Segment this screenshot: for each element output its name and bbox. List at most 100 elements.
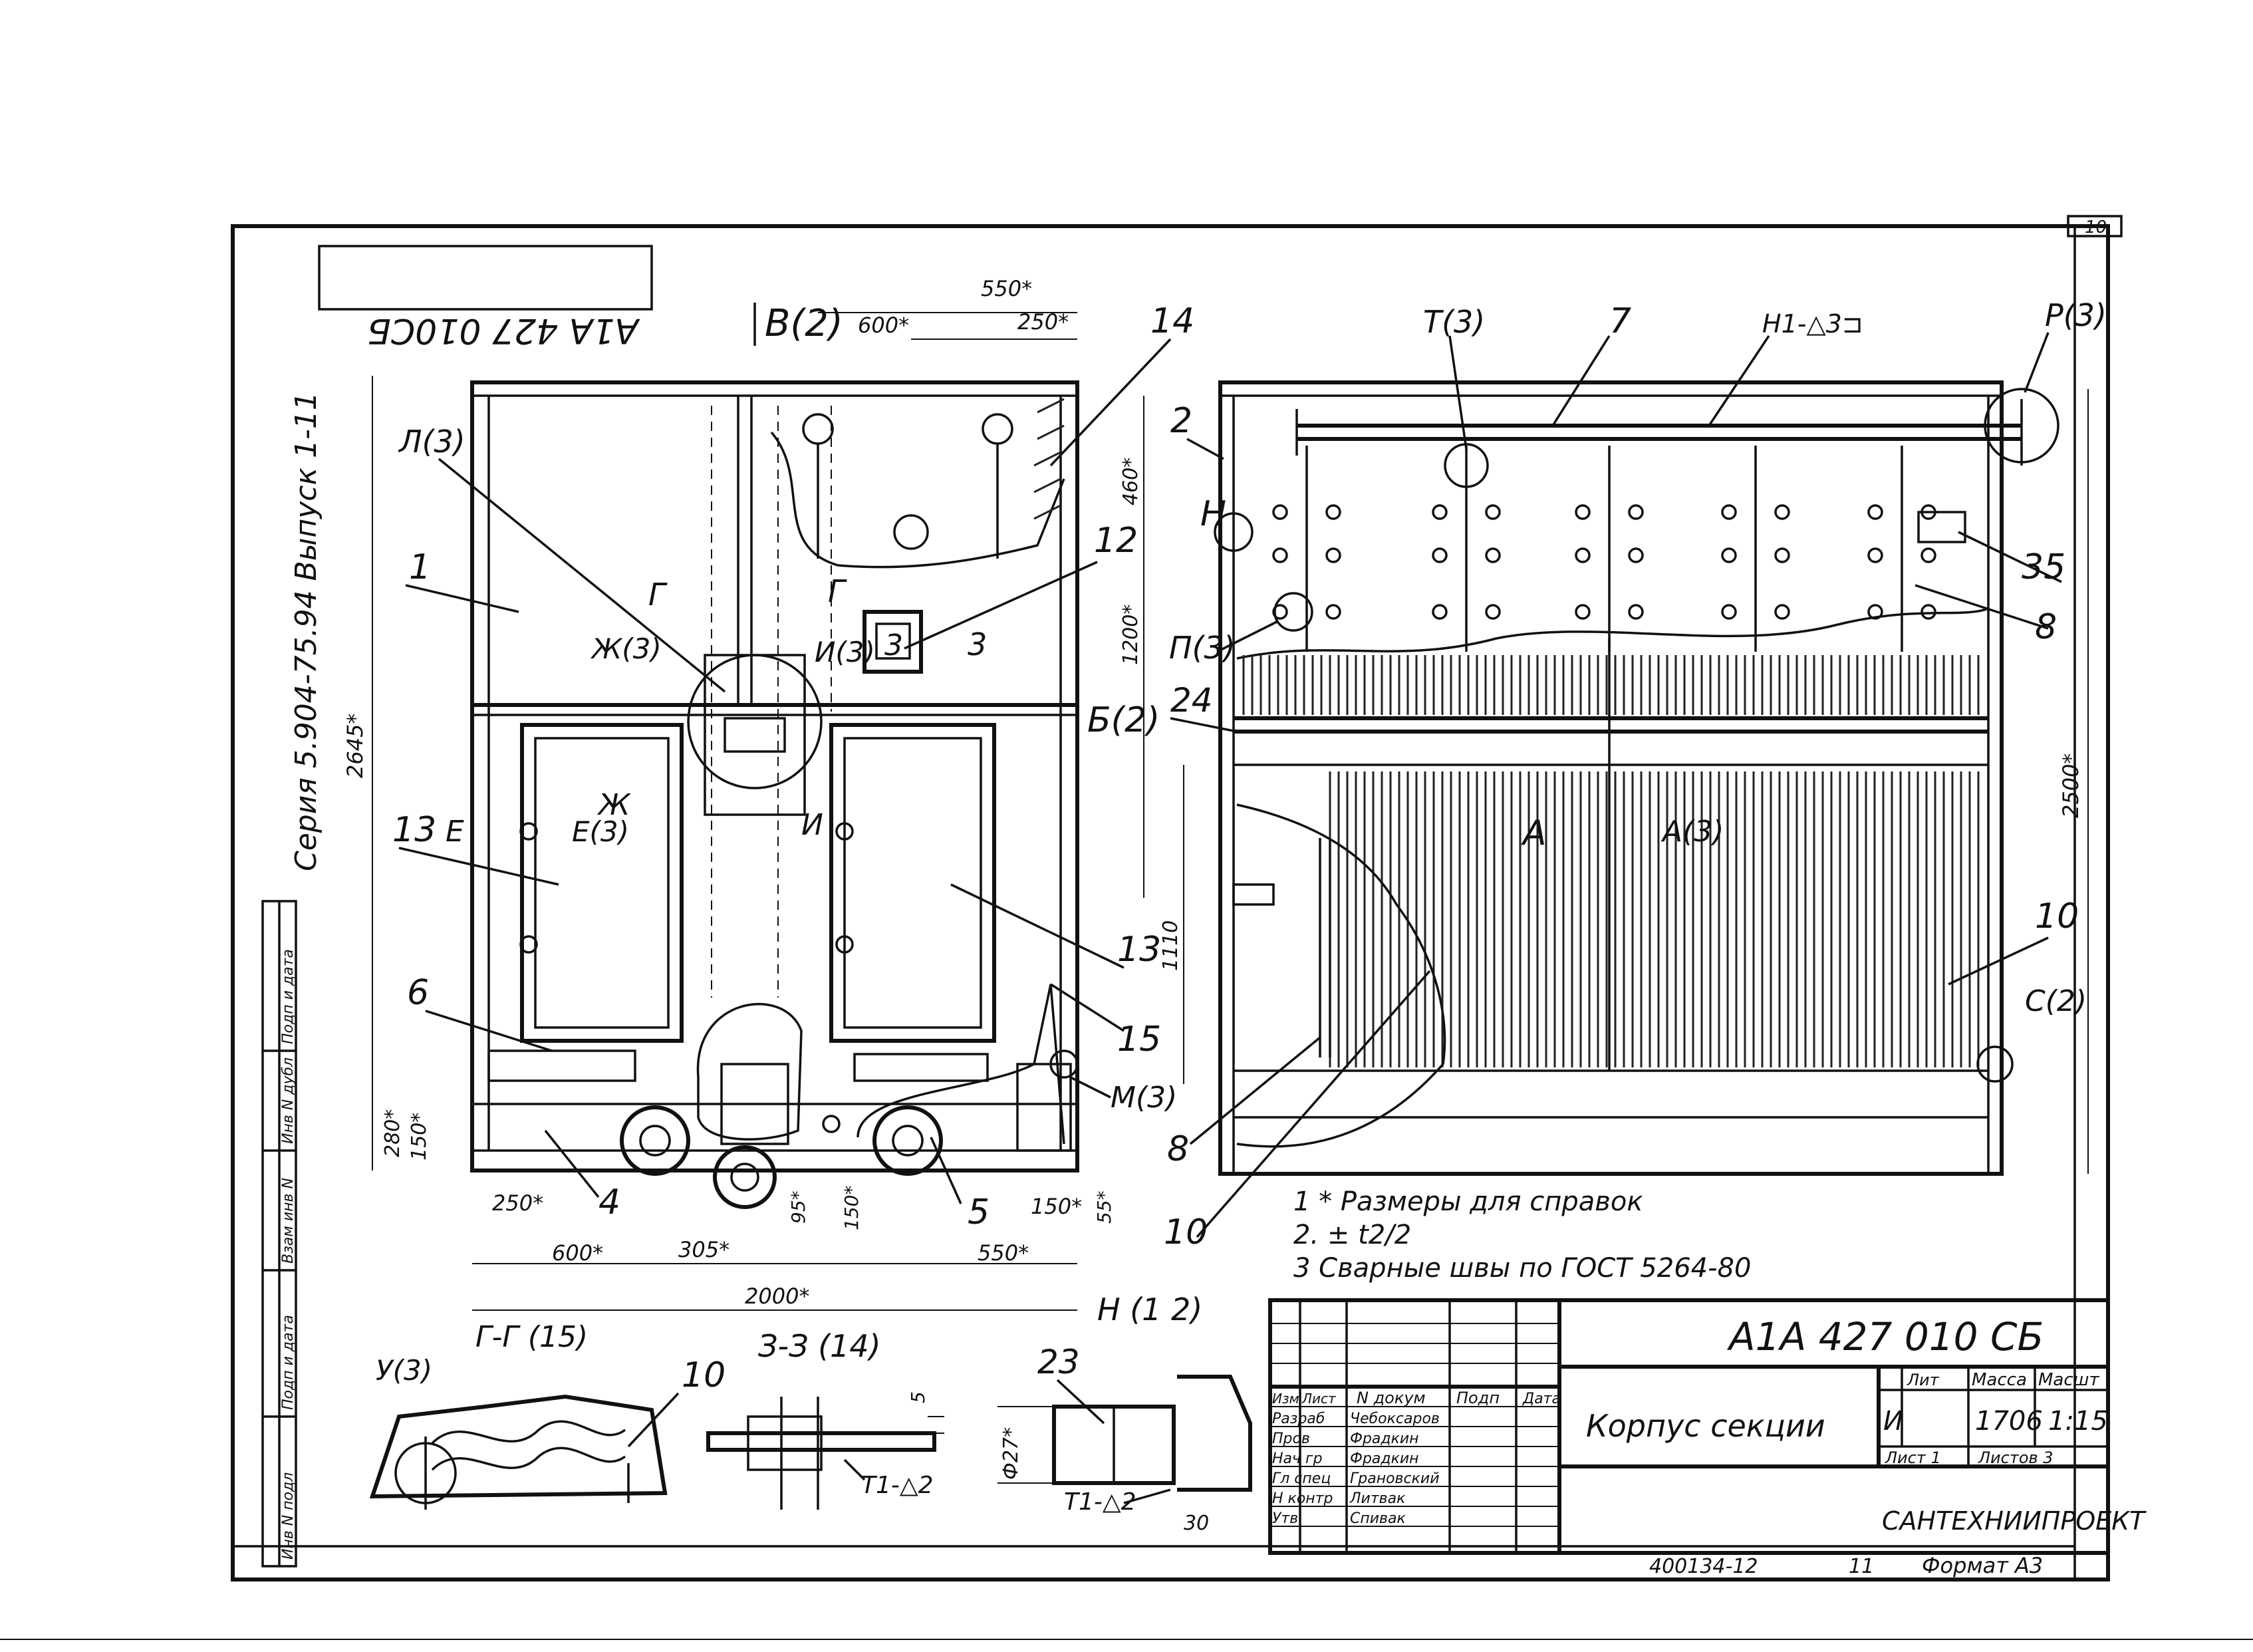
section-u3: У(3) [376,1354,432,1387]
left-view [470,380,1079,1209]
section-g-g: Г-Г (15) У(3) 10 [369,1320,726,1510]
svg-text:З-З (14): З-З (14) [758,1328,881,1364]
svg-text:Чебоксаров: Чебоксаров [1350,1411,1440,1427]
title-block: А1А 427 010 СБ Корпус секции Изм Лист N … [1268,1298,2147,1555]
left-view-labels: В(2) 600* 550* 250* 14 Л(3) 1 Г Г 12 Ж(3… [342,276,1202,1327]
svg-text:Лист: Лист [1301,1391,1337,1407]
tube-stub [1921,604,1936,620]
series-text: Серия 5.904-75.94 Выпуск 1-11 [289,392,323,871]
svg-text:Нач гр: Нач гр [1272,1450,1323,1467]
dim-2500: 2500* [2058,754,2083,818]
svg-text:Грановский: Грановский [1350,1470,1440,1487]
section-i3: И(3) [815,636,875,668]
fin-pattern-lower [1329,771,1980,1067]
fin-pattern-upper [1242,655,1980,715]
section-zh: Ж [596,788,631,822]
side-stamp: Инв N подл Подп и дата Взам инв N Инв N … [261,900,297,1568]
label-10-section: 10 [682,1355,726,1395]
label-1: 1 [409,547,431,587]
tube-stub [1325,547,1341,563]
tube-stub [1721,604,1737,620]
section-p3: Р(3) [2045,297,2107,333]
lit-value: И [1883,1406,1903,1437]
section-n: Н [1200,494,1226,534]
note-2: 2. ± t2/2 [1293,1220,1411,1250]
svg-text:Спивак: Спивак [1350,1510,1406,1527]
dim-2645: 2645* [342,714,368,778]
footer-sheet: 11 [1849,1555,1874,1578]
section-mark-v2: В(2) [765,302,843,345]
section-g2: Г [828,573,847,609]
dim-150-left: 150* [408,1113,431,1161]
tube-stub [1485,547,1501,563]
tube-stub [1485,604,1501,620]
dim-5: 5 [907,1391,929,1403]
label-24: 24 [1170,681,1213,720]
svg-text:Утв: Утв [1272,1510,1298,1527]
svg-text:Фрадкин: Фрадкин [1350,1431,1419,1447]
section-e3: Е(3) [572,815,629,848]
note-3: 3 Сварные швы по ГОСТ 5264-80 [1293,1253,1751,1284]
svg-text:Разраб: Разраб [1272,1411,1325,1427]
svg-text:Н контр: Н контр [1272,1490,1333,1507]
section-g: Г [648,577,668,613]
tube-stub [1272,504,1288,520]
dim-280: 280* [381,1109,404,1157]
dim-550-bottom: 550* [978,1240,1029,1266]
label-10a: 10 [2035,896,2079,936]
svg-text:Гл спец: Гл спец [1272,1470,1331,1487]
label-4: 4 [598,1182,620,1222]
mass-value: 1706 [1975,1406,2043,1437]
svg-text:Инв N подл: Инв N подл [280,1472,297,1560]
tube-stub [1774,547,1790,563]
tube-stub [1774,504,1790,520]
sheet-label: Лист 1 [1885,1448,1941,1467]
tube-stub [1628,504,1644,520]
dim-dia27: Ф27* [999,1427,1023,1480]
label-13a: 13 [392,810,436,850]
tube-risers [1272,446,1936,652]
sheets-label: Листов 3 [1978,1448,2054,1467]
label-12: 12 [1094,521,1138,561]
svg-text:Фрадкин: Фрадкин [1350,1450,1419,1467]
svg-text:Подп и дата: Подп и дата [280,949,297,1044]
svg-text:Пров: Пров [1272,1431,1310,1447]
section-z-z: З-З (14) 5 Т1-△2 [706,1328,944,1510]
label-15: 15 [1117,1020,1161,1059]
tube-stub [1867,504,1883,520]
scale-label: Масшт [2038,1370,2099,1390]
section-a3: А(3) [1660,815,1724,849]
label-13b: 13 [1117,930,1161,970]
svg-text:Г-Г (15): Г-Г (15) [475,1320,588,1354]
svg-text:Инв N дубл: Инв N дубл [280,1057,297,1144]
label-2: 2 [1170,401,1192,441]
dim-600-bottom: 600* [552,1240,603,1266]
label-23: 23 [1037,1343,1080,1381]
tube-stub [1628,604,1644,620]
dim-600-top: 600* [858,313,909,338]
svg-text:Подп и дата: Подп и дата [280,1315,297,1410]
organization: САНТЕХНИИПРОЕКТ [1882,1506,2147,1536]
tube-stub [1485,504,1501,520]
svg-text:Дата: Дата [1522,1391,1561,1407]
label-14: 14 [1150,301,1194,341]
right-view-labels: Т(3) 7 Н1-△3⊐ Р(3) 2 Н П(3) 35 8 24 А А(… [1119,297,2107,1252]
label-l3: Л(3) [398,424,465,460]
svg-text:Взам инв N: Взам инв N [280,1178,297,1264]
tube-stub [1628,547,1644,563]
mark-n1-weld: Н1-△3⊐ [1762,309,1863,339]
dim-550-top: 550* [981,276,1032,301]
section-e: Е [446,815,464,849]
svg-text:А1А 427 010СБ: А1А 427 010СБ [367,311,640,350]
dim-460: 460* [1119,458,1142,505]
tube-stub [1721,504,1737,520]
dim-1110: 1110 [1159,920,1182,971]
title-name: Корпус секции [1586,1408,1825,1444]
dim-1200: 1200* [1119,605,1142,665]
dim-95: 95* [787,1190,809,1224]
footer: 400134-12 11 Формат А3 [1649,1553,2043,1578]
tube-stub [1575,547,1591,563]
mass-label: Масса [1972,1370,2027,1390]
tube-stub [1325,604,1341,620]
